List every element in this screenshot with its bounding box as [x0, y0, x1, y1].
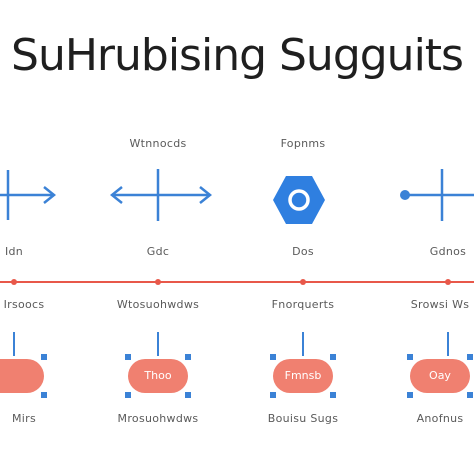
column-2-header: Wtnnocds [129, 137, 187, 150]
symbol-2-label: Gdc [146, 245, 170, 258]
pill-node-3[interactable]: Fmnsb [268, 354, 338, 398]
pill-node-4-label: Oay [410, 359, 470, 393]
line-dot [11, 279, 17, 285]
pin-line-cross-icon [398, 165, 474, 225]
pill-node-1[interactable] [0, 354, 49, 398]
symbol-3-label: Dos [292, 245, 314, 258]
column-3-header: Fopnms [280, 137, 326, 150]
pill-node-4[interactable]: Oay [405, 354, 474, 398]
pill-node-1-label [0, 359, 44, 393]
diagram-title: SuHrubising Sugguits [11, 30, 464, 81]
symbol-4-label: Gdnos [429, 245, 467, 258]
bottom-label-2: Mrosuohwdws [117, 412, 199, 425]
bottom-label-4: Anofnus [416, 412, 464, 425]
red-separator-line [0, 281, 474, 283]
bottom-label-1: Mirs [11, 412, 37, 425]
bottom-label-3: Bouisu Sugs [267, 412, 339, 425]
lower-label-1: Irsoocs [3, 298, 45, 311]
double-arrow-cross-icon [108, 165, 214, 225]
pill-node-2-label: Thoo [128, 359, 188, 393]
pill-node-3-label: Fmnsb [273, 359, 333, 393]
lower-label-3: Fnorquerts [271, 298, 335, 311]
hexagon-nut-icon [272, 174, 326, 226]
pill-node-2[interactable]: Thoo [123, 354, 193, 398]
symbol-1-label: Idn [4, 245, 24, 258]
lower-label-2: Wtosuohwdws [116, 298, 200, 311]
lower-label-4: Srowsi Ws [410, 298, 470, 311]
line-dot [155, 279, 161, 285]
line-dot [300, 279, 306, 285]
crossed-right-arrow-icon [0, 165, 60, 225]
line-dot [445, 279, 451, 285]
connector-lines [0, 330, 474, 360]
